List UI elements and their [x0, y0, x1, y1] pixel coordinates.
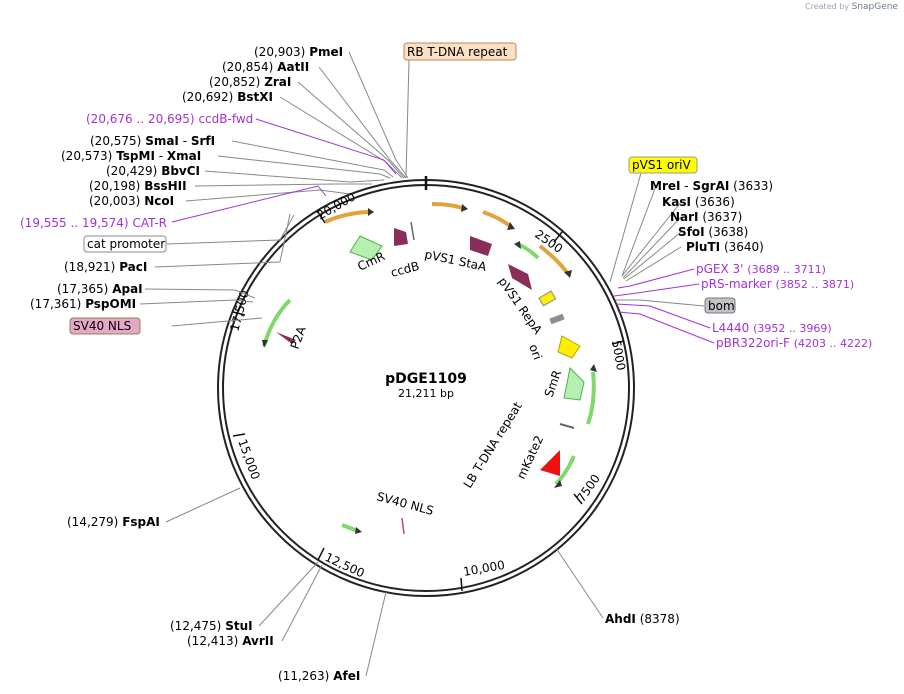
tick-label-10000: 10,000 [462, 558, 506, 579]
orange-feature-left [324, 210, 369, 224]
primer-leaders [171, 118, 715, 344]
mkate2-arrow [540, 450, 560, 476]
sv40-label: SV40 NLS [73, 319, 131, 333]
primer-prs-marker: pRS-marker (3852 .. 3871) [701, 277, 854, 291]
cat-box [83, 235, 167, 253]
primer-labels: (20,676 .. 20,695) ccdB-fwd (19,555 .. 1… [20, 112, 872, 350]
site-ahdi: AhdI (8378) [605, 612, 680, 626]
tick-marks [232, 211, 625, 592]
site-pluti: PluTI (3640) [686, 240, 764, 254]
tick-label-5000: 5000 [609, 339, 628, 372]
ccdb-arrow [394, 228, 408, 246]
site-paci: (18,921) PacI [64, 260, 147, 274]
p2a-mark [276, 332, 296, 344]
primer-ccdb-fwd: (20,676 .. 20,695) ccdB-fwd [86, 112, 253, 126]
sv40-inner-mark [401, 517, 405, 535]
site-sfoi: SfoI (3638) [678, 225, 748, 239]
tick-17500 [232, 311, 246, 316]
site-bsshii: (20,198) BssHII [89, 179, 187, 193]
orange-feature-top1 [431, 202, 463, 210]
bom-label: bom [708, 299, 735, 313]
tick-label-12500: 12,500 [323, 550, 367, 580]
bom-box [549, 313, 565, 325]
green-lower-arc [554, 455, 576, 486]
ori-arrow [557, 335, 581, 359]
site-nari: NarI (3637) [670, 210, 742, 224]
site-avrii: (12,413) AvrII [187, 634, 274, 648]
brand-created-by: Created by [805, 2, 850, 11]
sv40-inner-label: SV40 NLS [375, 489, 435, 518]
site-leaders-left [139, 51, 409, 677]
lb-line [559, 423, 575, 429]
plasmid-length: 21,211 bp [398, 387, 454, 400]
site-tspmi: (20,573) TspMI - XmaI [61, 149, 201, 163]
primer-cat-r: (19,555 .. 19,574) CAT-R [20, 216, 167, 230]
ccdb-line [410, 221, 415, 241]
arc-arrowheads [262, 204, 597, 534]
repa-label: pVS1 RepA [496, 275, 546, 338]
rb-label: RB T-DNA repeat [407, 45, 508, 59]
orange-feature-top2 [482, 210, 512, 228]
site-zrai: (20,852) ZraI [209, 75, 291, 89]
site-aatii: (20,854) AatII [222, 60, 309, 74]
smr-label: SmR [542, 368, 565, 399]
smr-arrow [563, 366, 585, 401]
site-apai: (17,365) ApaI [57, 282, 143, 296]
primer-pbr322ori-f: pBR322ori-F (4203 .. 4222) [716, 336, 872, 350]
site-ncoi: (20,003) NcoI [89, 194, 174, 208]
pvs1-stad-arrow [470, 236, 492, 256]
tick-5000 [611, 340, 625, 345]
site-labels-right: MreI - SgrAI (3633) KasI (3636) NarI (36… [605, 179, 773, 626]
tick-label-15000: 15,000 [235, 437, 263, 481]
rb-box [403, 42, 517, 61]
site-fspai: (14,279) FspAI [67, 515, 160, 529]
site-labels-left: (20,903) PmeI (20,854) AatII (20,852) Zr… [30, 45, 360, 683]
tick-10000 [460, 577, 463, 592]
site-bbvci: (20,429) BbvCI [106, 164, 200, 178]
site-stui: (12,475) StuI [170, 619, 253, 633]
site-pspomi: (17,361) PspOMI [30, 297, 136, 311]
mkate2-label: mKate2 [514, 433, 546, 481]
ori-label: ori [526, 342, 544, 361]
brand-watermark: Created by SnapGene [805, 2, 898, 12]
pvs1-repa-arrow [508, 264, 532, 290]
primer-pgex3: pGEX 3' (3689 .. 3711) [696, 262, 826, 276]
primer-l4440: L4440 (3952 .. 3969) [712, 321, 832, 335]
tick-12500 [317, 547, 325, 561]
oriv-label-box [628, 156, 698, 174]
oriv-box [538, 290, 557, 307]
green-small-top [519, 243, 540, 260]
p2a-label: P2A [288, 324, 309, 351]
site-mrei: MreI - SgrAI (3633) [650, 179, 773, 193]
site-pmei: (20,903) PmeI [254, 45, 343, 59]
site-leaders-right [405, 59, 705, 619]
tick-7500 [573, 493, 583, 505]
tick-label-7500: 7500 [574, 472, 603, 505]
site-smai: (20,575) SmaI - SrfI [90, 134, 215, 148]
site-bstxi: (20,692) BstXI [182, 90, 273, 104]
boxed-labels: RB T-DNA repeat pVS1 oriV cat promoter S… [69, 42, 736, 335]
tick-20000 [317, 211, 326, 224]
tick-2500 [553, 231, 563, 243]
site-afei: (11,263) AfeI [278, 669, 360, 683]
oriv-label: pVS1 oriV [632, 158, 692, 172]
plasmid-name: pDGE1109 [385, 371, 467, 387]
cmr-arrow [349, 235, 383, 261]
green-right-arc [586, 371, 596, 425]
bom-label-box [704, 297, 736, 314]
snapgene-logo: SnapGene [851, 2, 898, 12]
site-kasi: KasI (3636) [662, 195, 735, 209]
cat-label: cat promoter [87, 237, 165, 251]
ccdb-label: ccdB [389, 259, 421, 280]
sv40-box [69, 317, 141, 335]
inner-features [276, 221, 585, 535]
tick-15000 [232, 433, 246, 437]
